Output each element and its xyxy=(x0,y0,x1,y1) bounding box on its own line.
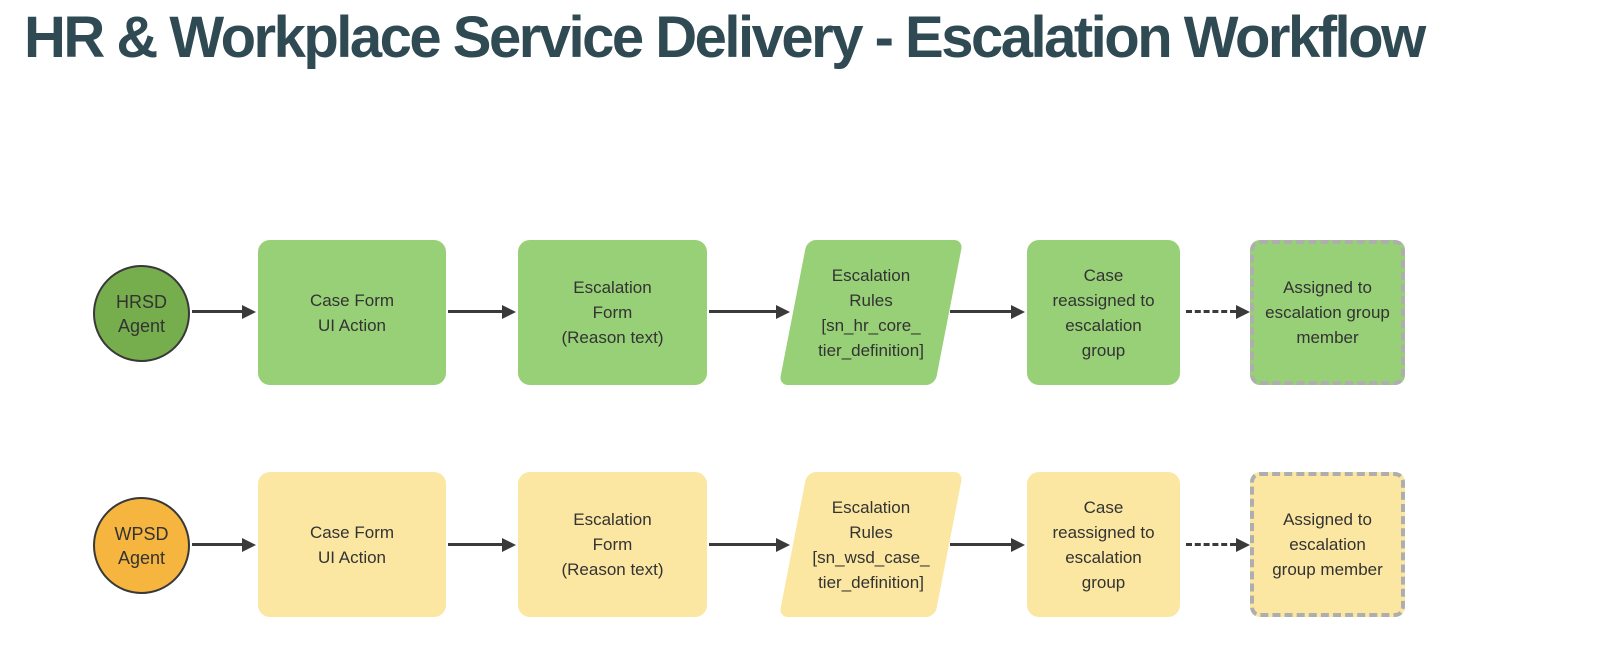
page-title: HR & Workplace Service Delivery - Escala… xyxy=(24,5,1426,70)
node-hrsd-case-reassigned: Case reassigned to escalation group xyxy=(1027,240,1180,385)
node-wpsd-escalation-form: Escalation Form (Reason text) xyxy=(518,472,707,617)
connector-wpsd-3 xyxy=(709,537,790,552)
node-hrsd-case-form-ui-action: Case Form UI Action xyxy=(258,240,446,385)
node-hrsd-agent: HRSD Agent xyxy=(93,265,190,362)
connector-hrsd-4 xyxy=(950,304,1025,319)
connector-hrsd-2 xyxy=(448,304,516,319)
node-hrsd-escalation-rules: Escalation Rules [sn_hr_core_ tier_defin… xyxy=(779,240,963,385)
connector-hrsd-3 xyxy=(709,304,790,319)
node-wpsd-escalation-rules: Escalation Rules [sn_wsd_case_ tier_defi… xyxy=(779,472,963,617)
node-wpsd-case-form-ui-action: Case Form UI Action xyxy=(258,472,446,617)
node-wpsd-case-reassigned: Case reassigned to escalation group xyxy=(1027,472,1180,617)
connector-wpsd-2 xyxy=(448,537,516,552)
connector-wpsd-4 xyxy=(950,537,1025,552)
connector-wpsd-5-dashed xyxy=(1186,537,1250,552)
connector-hrsd-1 xyxy=(192,304,256,319)
node-wpsd-agent: WPSD Agent xyxy=(93,497,190,594)
node-hrsd-agent-label: HRSD Agent xyxy=(115,291,167,336)
connector-hrsd-5-dashed xyxy=(1186,304,1250,319)
node-wpsd-agent-label: WPSD Agent xyxy=(114,523,169,568)
node-wpsd-assigned-to-member: Assigned to escalation group member xyxy=(1250,472,1405,617)
connector-wpsd-1 xyxy=(192,537,256,552)
node-hrsd-escalation-form: Escalation Form (Reason text) xyxy=(518,240,707,385)
node-hrsd-assigned-to-member: Assigned to escalation group member xyxy=(1250,240,1405,385)
